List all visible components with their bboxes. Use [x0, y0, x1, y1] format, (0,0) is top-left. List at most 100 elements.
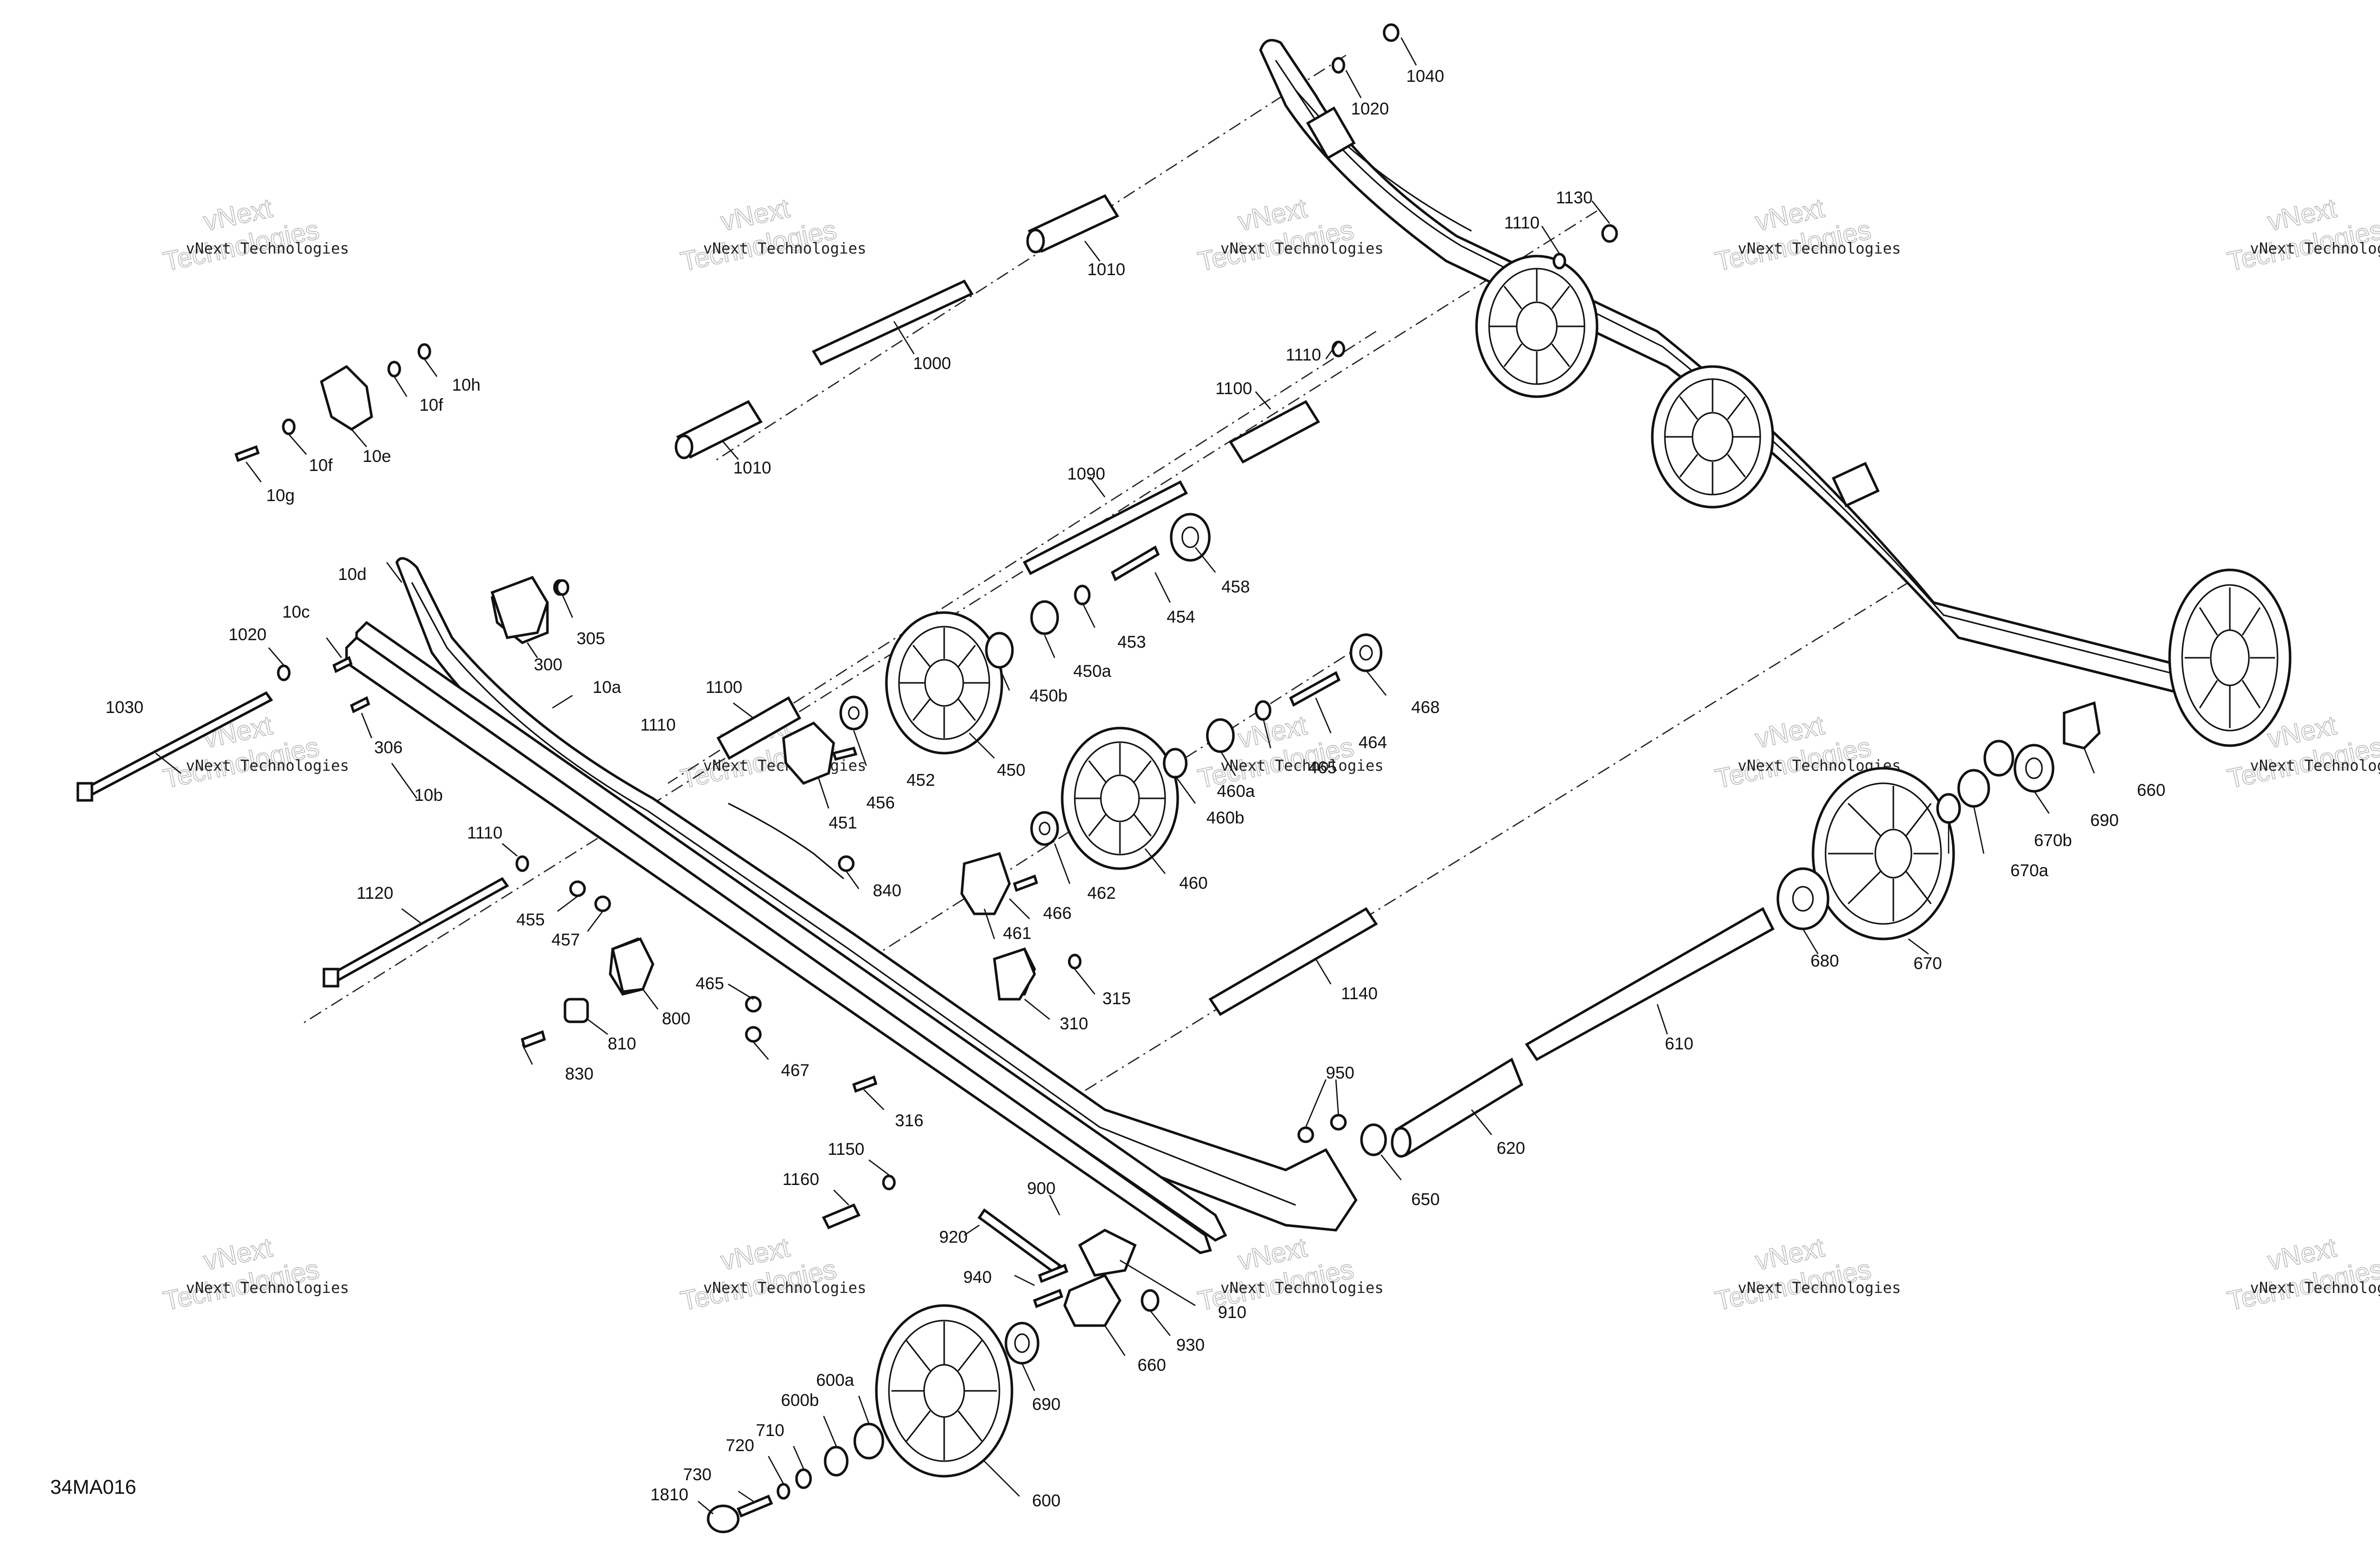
label-1810: 1810	[650, 1485, 689, 1504]
label-316: 316	[895, 1111, 924, 1130]
label-461: 461	[1003, 924, 1032, 943]
leader-lines	[155, 37, 2095, 1514]
small-hardware	[234, 23, 2101, 1533]
label-690-low: 690	[1032, 1395, 1061, 1414]
label-650: 650	[1411, 1190, 1440, 1209]
label-10b: 10b	[414, 786, 443, 805]
label-670a: 670a	[2010, 861, 2049, 880]
label-710: 710	[756, 1421, 784, 1440]
watermark: vNext Technologies vNext Technologies	[1712, 1232, 1901, 1317]
rear-wheel-right-rail	[2168, 568, 2292, 747]
label-690-right: 690	[2090, 811, 2119, 830]
right-rail	[1259, 39, 2222, 705]
part-labels: 1040 1020 1010 1000 1010 1130 1110 1110 …	[105, 67, 2166, 1510]
svg-text:vNext Technologies: vNext Technologies	[186, 240, 349, 258]
label-800: 800	[662, 1009, 691, 1028]
shaft-1000	[812, 279, 974, 366]
label-900: 900	[1027, 1179, 1056, 1198]
label-10c: 10c	[282, 603, 310, 622]
svg-text:vNext Technologies: vNext Technologies	[186, 757, 349, 775]
label-460: 460	[1179, 874, 1208, 893]
label-1090: 1090	[1067, 464, 1105, 484]
spacer-1100	[1228, 400, 1320, 464]
svg-text:vNext Technologies: vNext Technologies	[2250, 1279, 2380, 1297]
label-310: 310	[1060, 1014, 1088, 1033]
label-660-low: 660	[1138, 1356, 1166, 1375]
label-950: 950	[1326, 1063, 1354, 1083]
label-10f-b: 10f	[309, 456, 333, 475]
wheel-450	[885, 611, 1003, 755]
label-454: 454	[1167, 608, 1195, 627]
label-453: 453	[1117, 633, 1146, 652]
idler-wheel-upper-rail-2	[1651, 365, 1774, 509]
bolt-1030	[76, 691, 273, 802]
label-10g: 10g	[266, 486, 295, 505]
pin-920	[977, 1208, 1062, 1275]
watermark: vNext Technologies vNext Technologies	[2224, 193, 2380, 278]
watermark: vNext Technologies vNext Technologies	[2224, 1232, 2380, 1317]
spacer-1010-bottom	[674, 400, 763, 459]
label-315: 315	[1102, 989, 1131, 1008]
label-1040: 1040	[1406, 67, 1444, 86]
label-920: 920	[939, 1228, 968, 1247]
label-1110-top: 1110	[1504, 213, 1540, 232]
label-910: 910	[1218, 1303, 1246, 1322]
label-451: 451	[829, 813, 857, 833]
label-1030: 1030	[105, 698, 144, 717]
label-1020-left: 1020	[229, 625, 267, 644]
label-1110-low: 1110	[467, 823, 503, 843]
label-1010-top: 1010	[1087, 260, 1125, 279]
label-1100-mid: 1100	[706, 678, 742, 697]
watermark: vNext Technologies vNext Technologies	[677, 193, 866, 278]
svg-text:vNext Technologies: vNext Technologies	[1220, 757, 1384, 775]
label-10e: 10e	[363, 447, 391, 466]
label-610: 610	[1665, 1034, 1693, 1053]
label-620: 620	[1497, 1139, 1525, 1158]
wheel-670	[1811, 767, 1955, 940]
label-1110-left: 1110	[640, 716, 676, 735]
svg-text:vNext Technologies: vNext Technologies	[2250, 757, 2380, 775]
svg-text:vNext Technologies: vNext Technologies	[1738, 1279, 1901, 1297]
label-1020-top: 1020	[1351, 99, 1389, 118]
svg-text:vNext Technologies: vNext Technologies	[703, 240, 866, 258]
watermark: vNext Technologies vNext Technologies	[160, 1232, 349, 1317]
svg-text:vNext Technologies: vNext Technologies	[2250, 240, 2380, 258]
label-464: 464	[1358, 733, 1387, 752]
label-1140: 1140	[1341, 984, 1378, 1003]
idler-wheel-upper-rail-1	[1475, 255, 1599, 398]
label-468: 468	[1411, 698, 1440, 717]
label-840: 840	[873, 881, 901, 900]
spacer-1010-top	[1026, 194, 1119, 254]
watermark: vNext Technologies vNext Technologies	[160, 710, 349, 795]
svg-text:vNext Technologies: vNext Technologies	[186, 1279, 349, 1297]
label-460b: 460b	[1206, 808, 1244, 827]
label-306: 306	[374, 738, 403, 757]
label-600a: 600a	[816, 1371, 854, 1390]
label-600b: 600b	[781, 1391, 819, 1410]
spacer-1100-mid	[716, 696, 802, 760]
label-10a: 10a	[593, 678, 621, 697]
label-10d: 10d	[338, 565, 367, 584]
label-830: 830	[565, 1064, 594, 1084]
watermark: vNext Technologies vNext Technologies	[677, 1232, 866, 1317]
diagram-code: 34MA016	[50, 1476, 136, 1498]
label-1120: 1120	[357, 884, 393, 903]
label-10f-a: 10f	[419, 396, 443, 415]
label-1160: 1160	[782, 1170, 819, 1189]
label-1130: 1130	[1556, 188, 1593, 207]
watermark: vNext Technologies vNext Technologies	[1712, 193, 1901, 278]
label-1000: 1000	[913, 354, 951, 373]
label-300: 300	[534, 655, 562, 674]
label-305: 305	[577, 629, 605, 648]
bolt-1120	[322, 877, 509, 988]
label-455: 455	[516, 910, 545, 929]
label-450b: 450b	[1030, 686, 1068, 705]
label-452: 452	[906, 771, 935, 790]
label-457: 457	[551, 930, 580, 949]
svg-text:vNext Technologies: vNext Technologies	[1220, 240, 1384, 258]
label-1010-bottom: 1010	[733, 458, 771, 478]
label-730: 730	[683, 1465, 712, 1484]
shaft-1090	[1023, 480, 1188, 575]
label-465-top: 465	[1308, 758, 1337, 777]
